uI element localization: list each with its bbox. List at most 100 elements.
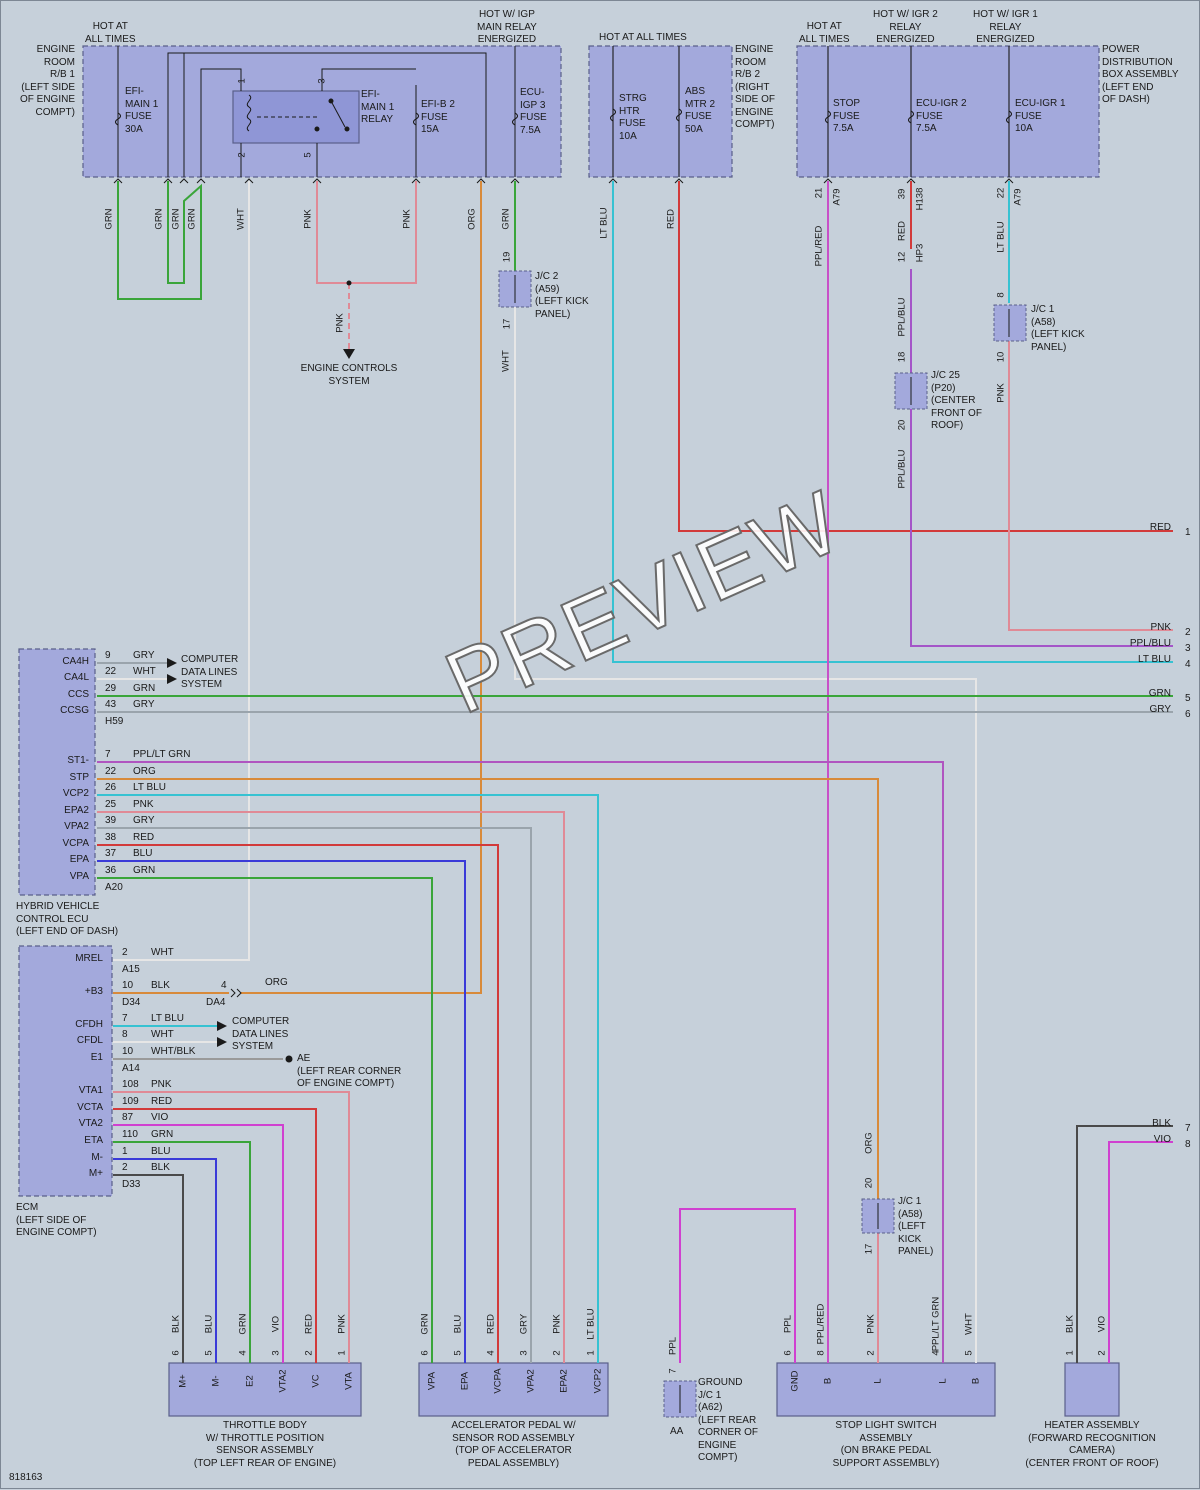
- hv-pin-color-1: WHT: [133, 666, 156, 677]
- stop-pin-name-4: B: [970, 1377, 982, 1385]
- wire-red: RED: [665, 208, 677, 230]
- figure-id: 818163: [9, 1472, 43, 1483]
- accel-pin-wire-5: LT BLU: [585, 1308, 597, 1340]
- wire-wht: WHT: [235, 208, 247, 230]
- wire-h138: H138: [914, 187, 926, 211]
- wire-a79-a: A79: [831, 188, 843, 206]
- ae-ground-label: AE (LEFT REAR CORNER OF ENGINE COMPT): [297, 1053, 402, 1089]
- hv-pin-color-6: LT BLU: [133, 782, 166, 793]
- right-wire-num-2: 2: [1185, 627, 1191, 638]
- accel-pin-name-2: VCPA: [492, 1368, 504, 1394]
- right-wire-num-8: 8: [1185, 1139, 1191, 1150]
- hv-pin-num-5: 22: [105, 766, 117, 777]
- right-wire-num-1: 1: [1185, 527, 1191, 538]
- throttle-pin-num-3: 3: [270, 1350, 282, 1356]
- ecm-pin-num-8: 110: [122, 1129, 138, 1140]
- wire-grn-1: GRN: [103, 208, 115, 230]
- hv-pin-color-5: ORG: [133, 766, 156, 777]
- wire-grn-3: GRN: [170, 208, 182, 230]
- hv-conn-a20: A20: [105, 882, 123, 893]
- throttle-label: THROTTLE BODY W/ THROTTLE POSITION SENSO…: [193, 1420, 337, 1469]
- stop-switch-label: STOP LIGHT SWITCH ASSEMBLY (ON BRAKE PED…: [832, 1420, 940, 1469]
- heater-box: [1064, 1362, 1120, 1417]
- throttle-pin-num-4: 2: [303, 1350, 315, 1356]
- relay-pin-3: 3: [316, 78, 328, 84]
- right-wire-color-8: VIO: [1153, 1134, 1171, 1145]
- efi-main1-relay: EFI- MAIN 1 RELAY: [361, 89, 395, 125]
- accel-pin-wire-4: PNK: [551, 1314, 563, 1334]
- ecm-pin-num-7: 87: [122, 1112, 134, 1123]
- ecm-pin-color-0: WHT: [151, 947, 174, 958]
- hv-pin-num-11: 36: [105, 865, 117, 876]
- rb2-hot-label: HOT AT ALL TIMES: [599, 32, 687, 43]
- ecm-pin-num-4: 10: [122, 1046, 134, 1057]
- b3-color: ORG: [265, 977, 288, 988]
- jc2-pin-19: 19: [501, 251, 513, 263]
- ecm-pin-name-9: M-: [91, 1152, 103, 1163]
- hv-pin-num-4: 7: [105, 749, 111, 760]
- throttle-pin-num-5: 1: [336, 1350, 348, 1356]
- throttle-pin-name-4: VC: [310, 1374, 322, 1388]
- ecm-label: ECM (LEFT SIDE OF ENGINE COMPT): [16, 1202, 97, 1238]
- throttle-pin-num-0: 6: [170, 1350, 182, 1356]
- ecm-pin-color-10: BLK: [151, 1162, 170, 1173]
- efi-main1-fuse: EFI- MAIN 1 FUSE 30A: [125, 86, 159, 135]
- stop-pin-name-2: L: [872, 1378, 884, 1384]
- right-wire-color-7: BLK: [1152, 1118, 1171, 1129]
- wire-grn-2: GRN: [153, 208, 165, 230]
- stop-pin-wire-0: PPL: [782, 1315, 794, 1333]
- hv-pin-name-1: CA4L: [63, 672, 89, 683]
- hv-pin-num-10: 37: [105, 848, 117, 859]
- throttle-pin-wire-5: PNK: [336, 1314, 348, 1334]
- hv-pin-num-0: 9: [105, 650, 111, 661]
- wire-org-2: ORG: [863, 1132, 875, 1154]
- accel-pin-num-0: 6: [419, 1350, 431, 1356]
- hv-pin-color-9: RED: [133, 832, 155, 843]
- stop-pin-num-1: 8: [815, 1350, 827, 1356]
- wire-red-2: RED: [896, 220, 908, 242]
- ground-label: GROUND J/C 1 (A62) (LEFT REAR CORNER OF …: [698, 1377, 758, 1463]
- jc25-label: J/C 25 (P20) (CENTER FRONT OF ROOF): [931, 370, 982, 431]
- b3-conn: DA4: [206, 997, 226, 1008]
- stop-pin-num-4: 5: [963, 1350, 975, 1356]
- hv-pin-name-8: VPA2: [64, 821, 89, 832]
- ecm-pin-num-3: 8: [122, 1029, 128, 1040]
- heater-pin-num-1: 2: [1096, 1350, 1108, 1356]
- stop-pin-name-3: L: [937, 1378, 949, 1384]
- ecm-pin-color-4: WHT/BLK: [151, 1046, 196, 1057]
- jc2-pin-17: 17: [501, 318, 513, 330]
- stop-pin-num-0: 6: [782, 1350, 794, 1356]
- ecm-pin-num-10: 2: [122, 1162, 128, 1173]
- wire-pnk-2: PNK: [401, 209, 413, 229]
- hv-pin-num-1: 22: [105, 666, 117, 677]
- wire-grn-5: GRN: [500, 208, 512, 230]
- ecm-pin-name-1: +B3: [84, 986, 103, 997]
- throttle-pin-name-2: E2: [244, 1375, 256, 1387]
- hv-pin-name-10: EPA: [69, 854, 89, 865]
- hv-pin-num-7: 25: [105, 799, 117, 810]
- hv-pin-name-7: EPA2: [64, 805, 89, 816]
- accel-pin-name-0: VPA: [426, 1371, 438, 1391]
- comp-data-lines-2: COMPUTER DATA LINES SYSTEM: [232, 1016, 290, 1052]
- ecu-igr1-fuse: ECU-IGR 1 FUSE 10A: [1015, 98, 1066, 134]
- efi-b2-fuse: EFI-B 2 FUSE 15A: [421, 99, 455, 135]
- wire-pnk-1: PNK: [302, 209, 314, 229]
- ecm-pin-name-4: E1: [90, 1052, 103, 1063]
- right-wire-color-4: LT BLU: [1138, 654, 1171, 665]
- throttle-box: [168, 1362, 362, 1417]
- accel-pin-wire-1: BLU: [452, 1314, 464, 1334]
- stop-pin-wire-1: PPL/RED: [815, 1303, 827, 1345]
- ground-num: 7: [667, 1368, 679, 1374]
- wire-wht-2: WHT: [500, 350, 512, 372]
- right-wire-num-3: 3: [1185, 643, 1191, 654]
- ecm-pin-name-8: ETA: [84, 1135, 103, 1146]
- jc25-pin-18: 18: [896, 351, 908, 363]
- throttle-pin-name-5: VTA: [343, 1372, 355, 1390]
- stop-hot-label: HOT AT ALL TIMES: [799, 21, 850, 45]
- jc2-label: J/C 2 (A59) (LEFT KICK PANEL): [535, 271, 589, 320]
- hv-pin-color-0: GRY: [133, 650, 155, 661]
- ecm-pin-name-6: VCTA: [77, 1102, 103, 1113]
- pdb-label: POWER DISTRIBUTION BOX ASSEMBLY (LEFT EN…: [1102, 44, 1179, 105]
- ecm-pin-num-2: 7: [122, 1013, 128, 1024]
